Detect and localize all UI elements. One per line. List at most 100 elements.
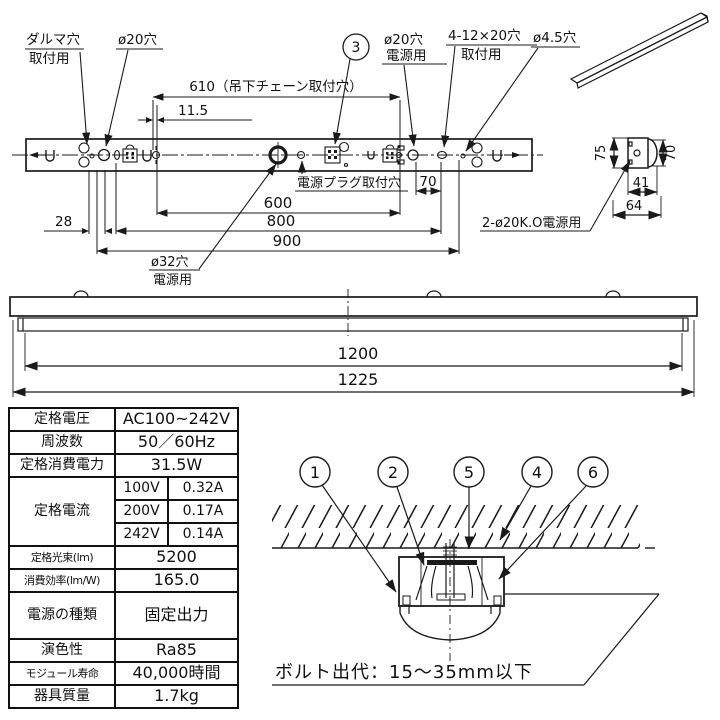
spec-value: 5200 [114,545,239,570]
bracket-section [398,543,505,607]
table-row: 電源の種類 固定出力 [8,591,239,640]
spec-current: 0.14A [167,522,239,547]
table-row: 演色性 Ra85 [8,638,239,663]
top-bump [73,290,89,298]
balloon-1-number: 1 [310,463,320,482]
spec-label: 定格消費電力 [8,453,116,478]
spec-label: 定格光束(lm) [8,545,116,570]
spec-label: 電源の種類 [8,591,116,640]
dim-28: 28 [55,214,72,230]
spring-clip-icon [45,150,55,162]
end-arrow-left-icon [29,152,46,158]
dim-1200: 1200 [338,344,379,363]
small-hole [89,153,95,159]
spec-label: 消費効率(lm/W) [8,568,116,593]
hole20-power-label-line2: 電源用 [386,48,427,64]
table-row: 定格電流 100V 0.32A [8,476,239,547]
hole20-label: ø20穴 [118,32,157,48]
clamp-bar [427,560,477,565]
knockout-tab [397,159,405,165]
spring-clip-icon [492,150,502,162]
mounting-detail: 1 2 5 4 6 [272,456,660,686]
spec-label: 器具質量 [8,684,116,709]
balloon-3-number: 3 [352,40,361,56]
slot-hole [113,149,121,161]
side-view-knockout-hole [633,149,641,157]
table-row: 定格消費電力 31.5W [8,453,239,478]
ceiling-hatch [272,505,640,548]
plan-view [12,138,543,172]
dim-800: 800 [267,212,296,230]
spec-voltage: 200V [114,499,169,524]
chain-hole-left [151,146,161,164]
spec-value: AC100~242V [114,407,239,432]
daruma-label-line2: 取付用 [29,51,70,67]
table-row: モジュール寿命 40,000時間 [8,661,239,686]
spec-value: 31.5W [114,453,239,478]
holes-12x20-label-line2: 取付用 [461,47,502,63]
hole32-label-line1: ø32穴 [151,255,189,270]
top-bump [605,290,621,298]
slot-12x20-hole [436,150,448,160]
dim-70-side: 70 [664,145,679,162]
end-arrow-right-icon [504,152,521,158]
diffuser [17,317,689,332]
dim-11-5: 11.5 [178,103,208,119]
hole45-label: ø4.5穴 [533,30,576,46]
table-row: 定格光束(lm) 5200 [8,545,239,570]
dim-75: 75 [594,145,609,162]
dim-64: 64 [626,199,643,214]
isometric-bar [569,12,709,89]
hole-32-power [268,142,288,168]
spec-label: 演色性 [8,638,116,663]
balloon-2-number: 2 [388,463,398,482]
spec-label: 定格電圧 [8,407,116,432]
spec-value: 40,000時間 [114,661,239,686]
balloon-3: 3 [332,33,370,145]
dim-900: 900 [273,232,302,250]
balloon-4-number: 4 [532,463,542,482]
dim-1225: 1225 [338,370,379,389]
table-row: 200V 0.17A [9,499,239,524]
spec-current: 0.32A [167,476,239,501]
dim-600: 600 [264,194,293,212]
holes-12x20-label-line1: 4-12×20穴 [448,28,521,44]
spec-label: 定格電流 [8,476,116,547]
table-row: 周波数 50／60Hz [8,430,239,455]
spec-value: Ra85 [114,638,239,663]
side-view: 75 70 41 64 [594,137,679,220]
plan-labels: ダルマ穴 取付用 ø20穴 3 ø20穴 電源用 4-12×20穴 取付用 ø4… [25,28,631,288]
spec-voltage: 242V [114,522,169,547]
spec-table: 定格電圧 AC100~242V 周波数 50／60Hz 定格消費電力 31.5W… [8,407,239,709]
connector-plug-icon [382,144,398,163]
hole-4-5 [460,153,466,159]
balloon-6-number: 6 [588,463,598,482]
hole-20-power [407,149,419,161]
power-plug-label: 電源プラグ取付穴 [297,176,401,191]
spec-current: 0.17A [167,499,239,524]
table-row: 242V 0.14A [9,522,239,547]
daruma-label-line1: ダルマ穴 [26,32,80,48]
spec-value: 固定出力 [114,591,239,640]
spring-clip-icon [142,150,152,162]
table-row: 器具質量 1.7kg [8,684,239,709]
knockout-label: 2-ø20K.O電源用 [482,216,581,231]
knockout-tab [397,145,405,151]
top-bump [426,290,442,298]
dim-610: 610（吊下チェーン取付穴） [189,79,363,95]
bolt-note: ボルト出代：15～35mm以下 [275,662,533,683]
table-row: 定格電圧 AC100~242V [8,407,239,432]
hole-20 [97,148,111,162]
hole20-power-label-line1: ø20穴 [384,32,423,48]
spec-voltage: 100V [114,476,169,501]
elevation-view: 1200 1225 [9,289,698,397]
dim-70: 70 [419,174,436,190]
spec-label: モジュール寿命 [8,661,116,686]
balloon-5-number: 5 [464,463,474,482]
terminal-block-icon [324,141,350,168]
dim-41: 41 [633,176,650,191]
plan-dimensions: 610（吊下チェーン取付穴） 11.5 70 600 800 28 900 [44,79,460,255]
spec-value: 1.7kg [114,684,239,709]
